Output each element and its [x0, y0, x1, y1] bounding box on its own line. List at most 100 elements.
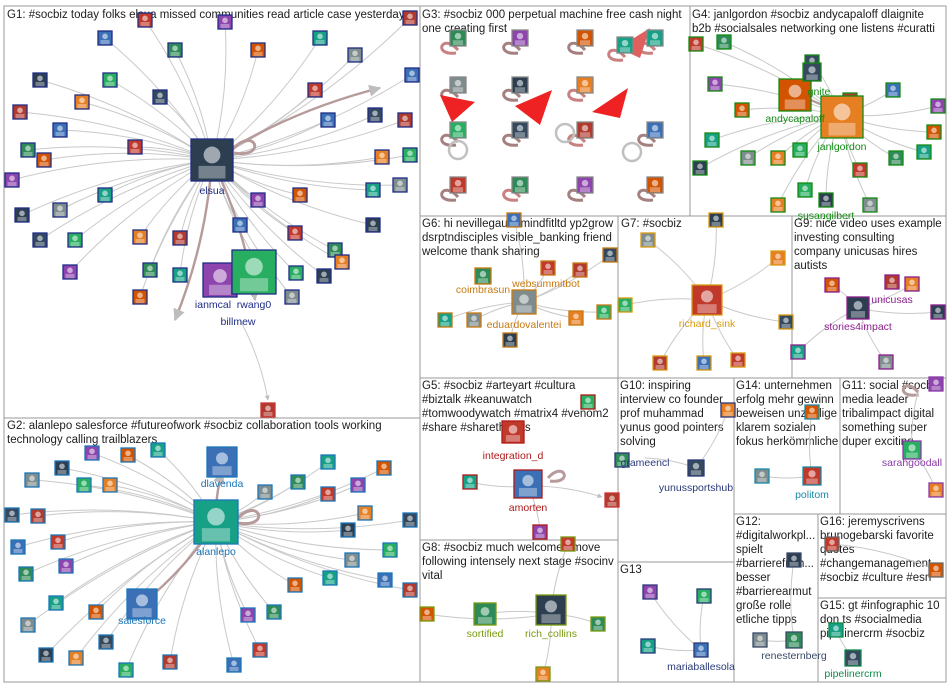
node-g7-0[interactable] — [641, 233, 655, 247]
node-g11-0[interactable] — [929, 377, 943, 391]
node-g2-38[interactable] — [321, 455, 335, 469]
node-g1-12[interactable] — [53, 123, 67, 137]
node-g3-3[interactable] — [647, 30, 663, 46]
node-g1-18[interactable] — [53, 203, 67, 217]
node-g2-10[interactable] — [51, 535, 65, 549]
node-label-grameencl[interactable]: grameencl — [620, 457, 669, 469]
node-g3-6[interactable] — [577, 77, 593, 93]
node-g3-4[interactable] — [450, 77, 466, 93]
node-g4-20[interactable] — [798, 183, 812, 197]
node-g8-1[interactable] — [591, 617, 605, 631]
node-g2-13[interactable] — [89, 605, 103, 619]
node-g7-4[interactable] — [779, 315, 793, 329]
node-label-politom[interactable]: politom — [795, 489, 829, 501]
node-pipelinercrm[interactable] — [845, 650, 861, 666]
node-g9-3[interactable] — [931, 305, 945, 319]
node-dlavenda[interactable] — [207, 447, 237, 477]
node-g1-3[interactable] — [218, 15, 232, 29]
node-g2-30[interactable] — [383, 543, 397, 557]
node-rwang0[interactable] — [232, 250, 276, 294]
node-g8-3[interactable] — [561, 537, 575, 551]
node-integration-d[interactable] — [502, 421, 524, 443]
node-g7-1[interactable] — [709, 213, 723, 227]
node-g1-24[interactable] — [233, 218, 247, 232]
node-g13-2[interactable] — [697, 589, 711, 603]
node-g1-30[interactable] — [393, 178, 407, 192]
node-g2-9[interactable] — [11, 540, 25, 554]
node-g6-6[interactable] — [573, 263, 587, 277]
node-g4-16[interactable] — [917, 145, 931, 159]
node-label-sarahgoodall[interactable]: sarahgoodall — [882, 457, 942, 469]
node-g2-34[interactable] — [321, 487, 335, 501]
node-g1-13[interactable] — [128, 140, 142, 154]
node-g6-8[interactable] — [541, 261, 555, 275]
node-label-janlgordon[interactable]: janlgordon — [816, 141, 866, 153]
node-g1-8[interactable] — [75, 95, 89, 109]
node-label-dlavenda[interactable]: dlavenda — [201, 478, 244, 490]
node-g1-4[interactable] — [251, 43, 265, 57]
node-g2-22[interactable] — [253, 643, 267, 657]
node-g1-42[interactable] — [285, 290, 299, 304]
node-g1-34[interactable] — [368, 108, 382, 122]
node-g1-44[interactable] — [335, 255, 349, 269]
node-g11-1[interactable] — [929, 483, 943, 497]
node-g1-2[interactable] — [168, 43, 182, 57]
node-g7-3[interactable] — [618, 298, 632, 312]
node-g4-1[interactable] — [717, 35, 731, 49]
node-g1-40[interactable] — [133, 290, 147, 304]
node-g2-2[interactable] — [151, 443, 165, 457]
node-g2-1[interactable] — [121, 448, 135, 462]
node-g12-0[interactable] — [787, 553, 801, 567]
node-g3-1[interactable] — [512, 30, 528, 46]
node-g2-17[interactable] — [69, 651, 83, 665]
node-label-amorten[interactable]: amorten — [509, 502, 548, 514]
node-crossed-box-2[interactable] — [605, 493, 619, 507]
node-rich-collins[interactable] — [536, 595, 566, 625]
node-g1-32[interactable] — [375, 150, 389, 164]
node-g2-26[interactable] — [323, 571, 337, 585]
node-g7-6[interactable] — [697, 356, 711, 370]
node-g1-7[interactable] — [33, 73, 47, 87]
node-label-unicusas[interactable]: unicusas — [871, 294, 912, 306]
node-g2-35[interactable] — [291, 475, 305, 489]
node-g3-11[interactable] — [450, 177, 466, 193]
node-g2-36[interactable] — [351, 478, 365, 492]
node-g12-1[interactable] — [753, 633, 767, 647]
node-g2-0[interactable] — [85, 446, 99, 460]
node-g1-37[interactable] — [308, 83, 322, 97]
node-g4-12[interactable] — [853, 163, 867, 177]
node-g3-7[interactable] — [450, 122, 466, 138]
node-g7-2[interactable] — [771, 251, 785, 265]
node-g6-1[interactable] — [467, 313, 481, 327]
node-g1-21[interactable] — [68, 233, 82, 247]
node-g3-5[interactable] — [512, 77, 528, 93]
node-label-mariaballesola[interactable]: mariaballesola — [667, 661, 735, 673]
node-label-alanlepo[interactable]: alanlepo — [196, 546, 236, 558]
node-g1-29[interactable] — [366, 183, 380, 197]
node-g2-12[interactable] — [59, 559, 73, 573]
node-g4-7[interactable] — [771, 151, 785, 165]
node-label-richard-sink[interactable]: richard_sink — [679, 318, 736, 330]
node-g9-2[interactable] — [879, 355, 893, 369]
node-g1-31[interactable] — [366, 218, 380, 232]
node-g14-1[interactable] — [805, 405, 819, 419]
node-yunussportshub[interactable] — [688, 460, 704, 476]
node-g1-28[interactable] — [293, 188, 307, 202]
node-g1-6[interactable] — [348, 48, 362, 62]
node-g1-25[interactable] — [288, 226, 302, 240]
node-g2-7[interactable] — [5, 508, 19, 522]
node-g1-9[interactable] — [103, 73, 117, 87]
node-renesternberg[interactable] — [786, 632, 802, 648]
node-g13-1[interactable] — [643, 585, 657, 599]
node-g7-7[interactable] — [731, 353, 745, 367]
node-g1-10[interactable] — [153, 90, 167, 104]
node-g5-0[interactable] — [533, 525, 547, 539]
node-g1-14[interactable] — [21, 143, 35, 157]
node-g1-23[interactable] — [173, 231, 187, 245]
node-g1-39[interactable] — [63, 265, 77, 279]
node-label-rwang0[interactable]: rwang0 — [237, 299, 272, 311]
node-g1-35[interactable] — [398, 113, 412, 127]
node-g2-20[interactable] — [163, 655, 177, 669]
node-g1-48[interactable] — [405, 68, 419, 82]
node-g10-1[interactable] — [721, 403, 735, 417]
